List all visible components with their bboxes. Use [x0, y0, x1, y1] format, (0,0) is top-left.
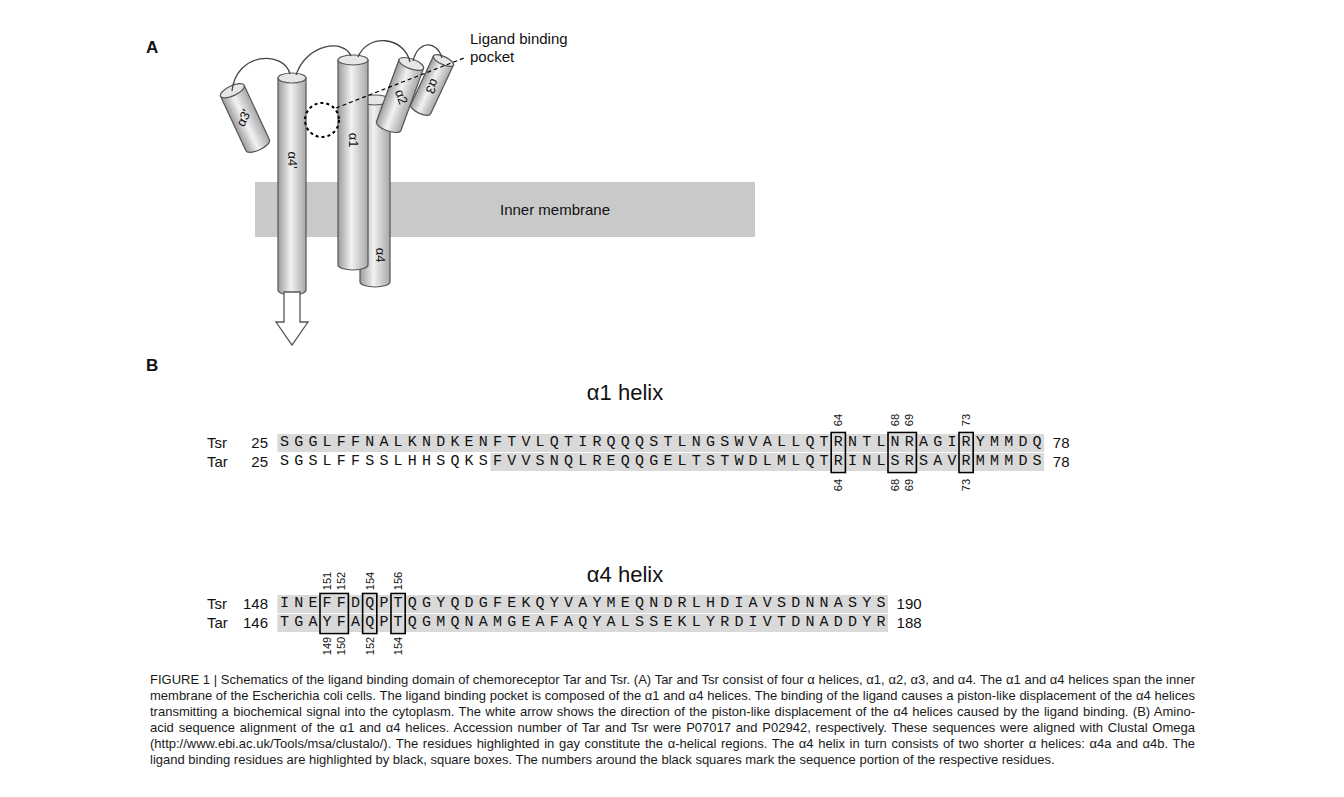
- helix-a2-cylinder: [375, 55, 425, 135]
- position-number: 25: [251, 434, 268, 452]
- position-number: 146: [243, 614, 268, 632]
- residue-number: 152: [335, 572, 347, 590]
- loop: [358, 41, 410, 62]
- position-number: 25: [251, 453, 268, 471]
- helix-a4prime-cylinder: [278, 73, 306, 295]
- membrane-band-fill: [255, 182, 755, 237]
- helix-loops: [232, 41, 442, 91]
- residue-number: 149: [321, 637, 333, 655]
- loop: [296, 46, 351, 75]
- residue-number: 152: [364, 637, 376, 655]
- sequence-name: Tar: [207, 453, 228, 471]
- residue-number: 154: [392, 637, 404, 655]
- residue-number: 64: [832, 414, 844, 426]
- residue-number: 69: [903, 479, 915, 491]
- residue-number: 151: [321, 572, 333, 590]
- displacement-arrow: [276, 292, 308, 345]
- residue-number: 73: [960, 414, 972, 426]
- position-number: 78: [1053, 453, 1070, 471]
- cylinder-body: [338, 60, 368, 270]
- amino-acid-sequence: TGAYFAQPTQGMQNAMGEAFAQYALSSEKLYRDIVTDNAD…: [280, 614, 891, 632]
- residue-number: 64: [832, 479, 844, 491]
- loop: [413, 45, 442, 61]
- section-title: α1 helix: [587, 380, 663, 406]
- cylinder-top: [338, 55, 368, 65]
- cylinder-top: [397, 55, 425, 73]
- residue-number: 73: [960, 479, 972, 491]
- sequence-name: Tsr: [207, 595, 227, 613]
- panel-letter: B: [146, 356, 158, 376]
- amino-acid-sequence: INEFFDQPTQGYQDGFEKQYVAYMEQNDRLHDIAVSDNNA…: [280, 595, 891, 613]
- callout-label: Ligand binding pocket: [470, 30, 590, 66]
- ligand-pocket-circle: [305, 103, 339, 137]
- band-label: Inner membrane: [500, 201, 610, 218]
- leader-line: [336, 58, 464, 108]
- helix-a1-cylinder: [338, 55, 368, 270]
- position-number: 148: [243, 595, 268, 613]
- cylinder-body: [278, 78, 306, 295]
- membrane-band: Inner membrane: [255, 182, 755, 237]
- loop: [232, 58, 290, 91]
- figure-caption: FIGURE 1 | Schematics of the ligand bind…: [150, 672, 1195, 768]
- position-number: 78: [1053, 434, 1070, 452]
- amino-acid-sequence: SGSLFFSSLHHSQKSFVVSNQLREQQGELTSTWDLMLQTR…: [280, 453, 1047, 471]
- residue-number: 156: [392, 572, 404, 590]
- helix-label: α4': [285, 151, 299, 168]
- helix-label: α1: [346, 133, 360, 148]
- cylinder-top: [278, 73, 306, 83]
- residue-number: 68: [889, 479, 901, 491]
- helix-label: α4: [373, 248, 387, 263]
- position-number: 190: [897, 595, 922, 613]
- amino-acid-sequence: SGGLFFNALKNDKENFTVLQTIRQQQSTLNGSWVALLQTR…: [280, 434, 1047, 452]
- sequence-name: Tar: [207, 614, 228, 632]
- panel-letter: A: [146, 38, 158, 58]
- residue-number: 150: [335, 637, 347, 655]
- residue-number: 154: [364, 572, 376, 590]
- sequence-name: Tsr: [207, 434, 227, 452]
- position-number: 188: [897, 614, 922, 632]
- helix-a3prime-cylinder: [218, 81, 271, 155]
- residue-number: 69: [903, 414, 915, 426]
- residue-number: 68: [889, 414, 901, 426]
- section-title: α4 helix: [587, 562, 663, 588]
